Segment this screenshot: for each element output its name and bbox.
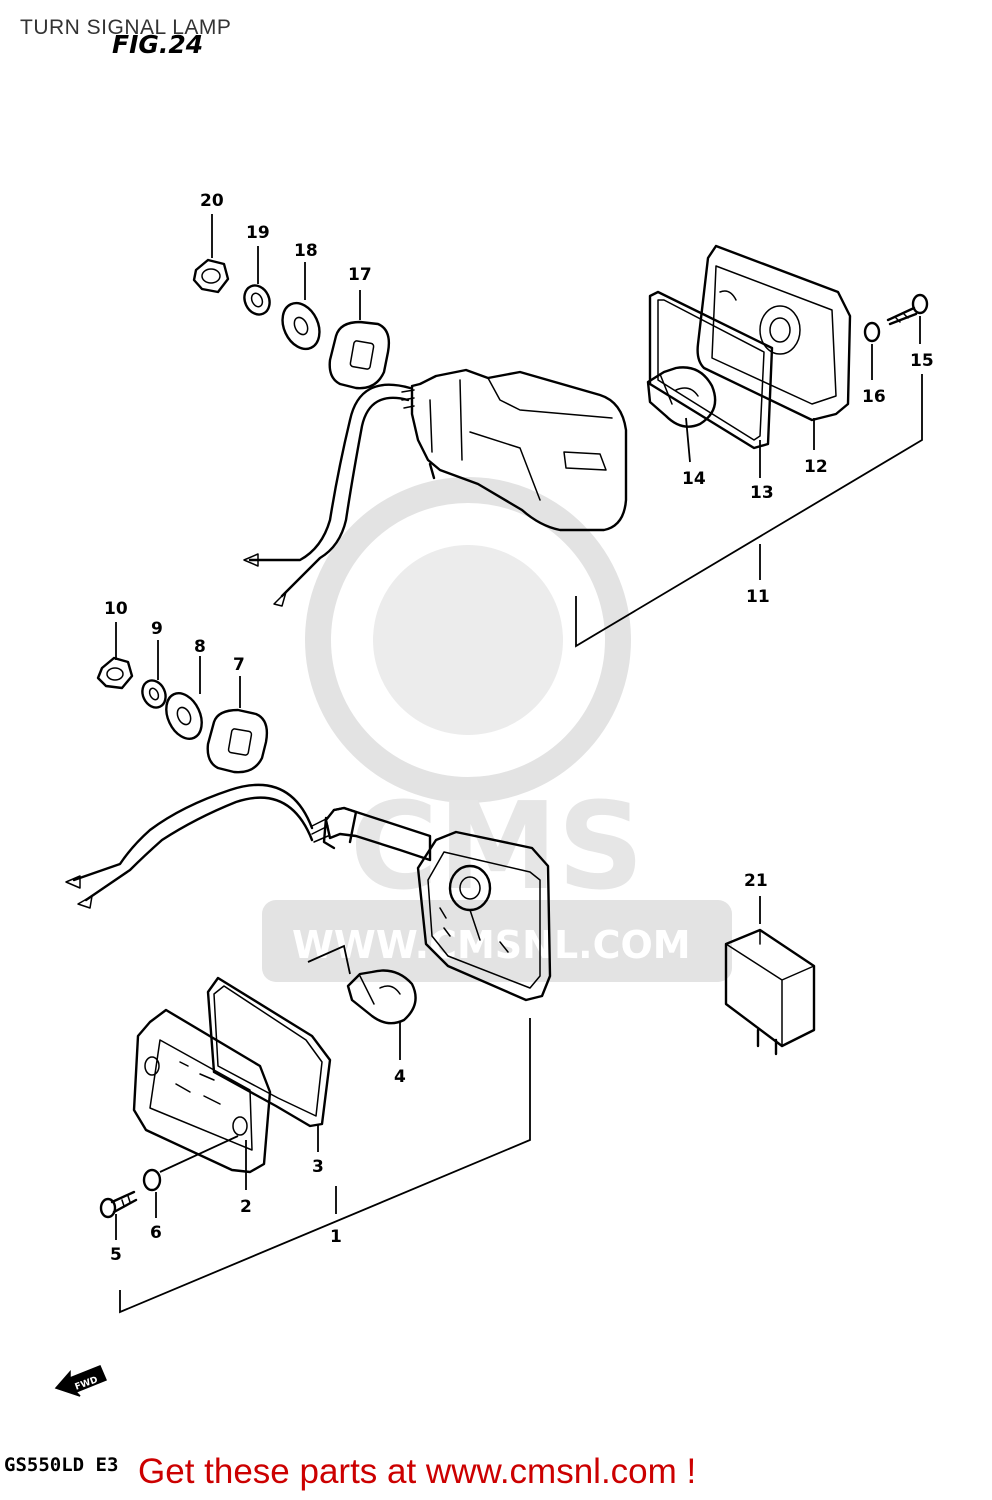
lower-wire-harness (65, 783, 314, 909)
callout-2: 2 (240, 1197, 252, 1217)
part-5-screw (99, 1190, 138, 1219)
callout-13: 13 (750, 483, 774, 503)
callout-19: 19 (246, 223, 270, 243)
part-4-bulb (346, 969, 417, 1025)
forward-direction-arrow: FWD (54, 1365, 107, 1397)
part-14-bulb (646, 366, 717, 428)
part-3-lens-gasket (206, 976, 332, 1128)
callout-16: 16 (862, 387, 886, 407)
callout-6: 6 (150, 1223, 162, 1243)
watermark-url: WWW.CMSNL.COM (292, 923, 691, 967)
part-2-lens (132, 1008, 272, 1174)
upper-turn-signal-assembly (192, 244, 929, 607)
callout-14: 14 (682, 469, 706, 489)
callout-21: 21 (744, 871, 768, 891)
callout-15: 15 (910, 351, 934, 371)
callout-8: 8 (194, 637, 206, 657)
figure-label: FIG.24 (112, 30, 204, 59)
part-18-washer (281, 301, 321, 351)
callout-17: 17 (348, 265, 372, 285)
callout-4: 4 (394, 1067, 406, 1087)
callout-20: 20 (200, 191, 224, 211)
upper-wire-harness (243, 383, 412, 607)
part-19-lock-washer (243, 284, 271, 316)
callout-12: 12 (804, 457, 828, 477)
part-16-washer (863, 321, 881, 343)
part-12-lens (696, 244, 852, 422)
watermark-logo: CMS (350, 778, 644, 917)
get-parts-link[interactable]: Get these parts at www.cmsnl.com ! (138, 1452, 697, 1491)
part-7-rubber-grommet (206, 708, 269, 774)
part-6-washer (142, 1168, 162, 1192)
callout-1: 1 (330, 1227, 342, 1247)
leader-lines (115, 214, 923, 1314)
page-title: TURN SIGNAL LAMP (20, 16, 232, 39)
part-21-flasher-relay (724, 928, 816, 1056)
callout-5: 5 (110, 1245, 122, 1265)
callout-10: 10 (104, 599, 128, 619)
part-17-rubber-grommet (328, 320, 391, 390)
part-15-screw (886, 293, 929, 326)
part-10-nut (96, 656, 134, 690)
callout-labels: 1 2 3 4 5 6 7 8 9 10 11 12 13 14 15 16 1… (104, 191, 934, 1265)
model-code: GS550LD E3 (4, 1454, 119, 1476)
callout-3: 3 (312, 1157, 324, 1177)
callout-18: 18 (294, 241, 318, 261)
upper-lamp-body (401, 368, 628, 532)
part-9-lock-washer (141, 679, 167, 709)
callout-9: 9 (151, 619, 163, 639)
callout-7: 7 (233, 655, 245, 675)
lower-turn-signal-assembly (65, 656, 552, 1219)
part-13-lens-gasket (648, 290, 774, 450)
watermark: CMS WWW.CMSNL.COM (262, 477, 732, 982)
part-8-washer (165, 692, 203, 740)
lower-lamp-housing (416, 830, 552, 1002)
callout-11: 11 (746, 587, 770, 607)
part-20-nut (192, 258, 230, 294)
